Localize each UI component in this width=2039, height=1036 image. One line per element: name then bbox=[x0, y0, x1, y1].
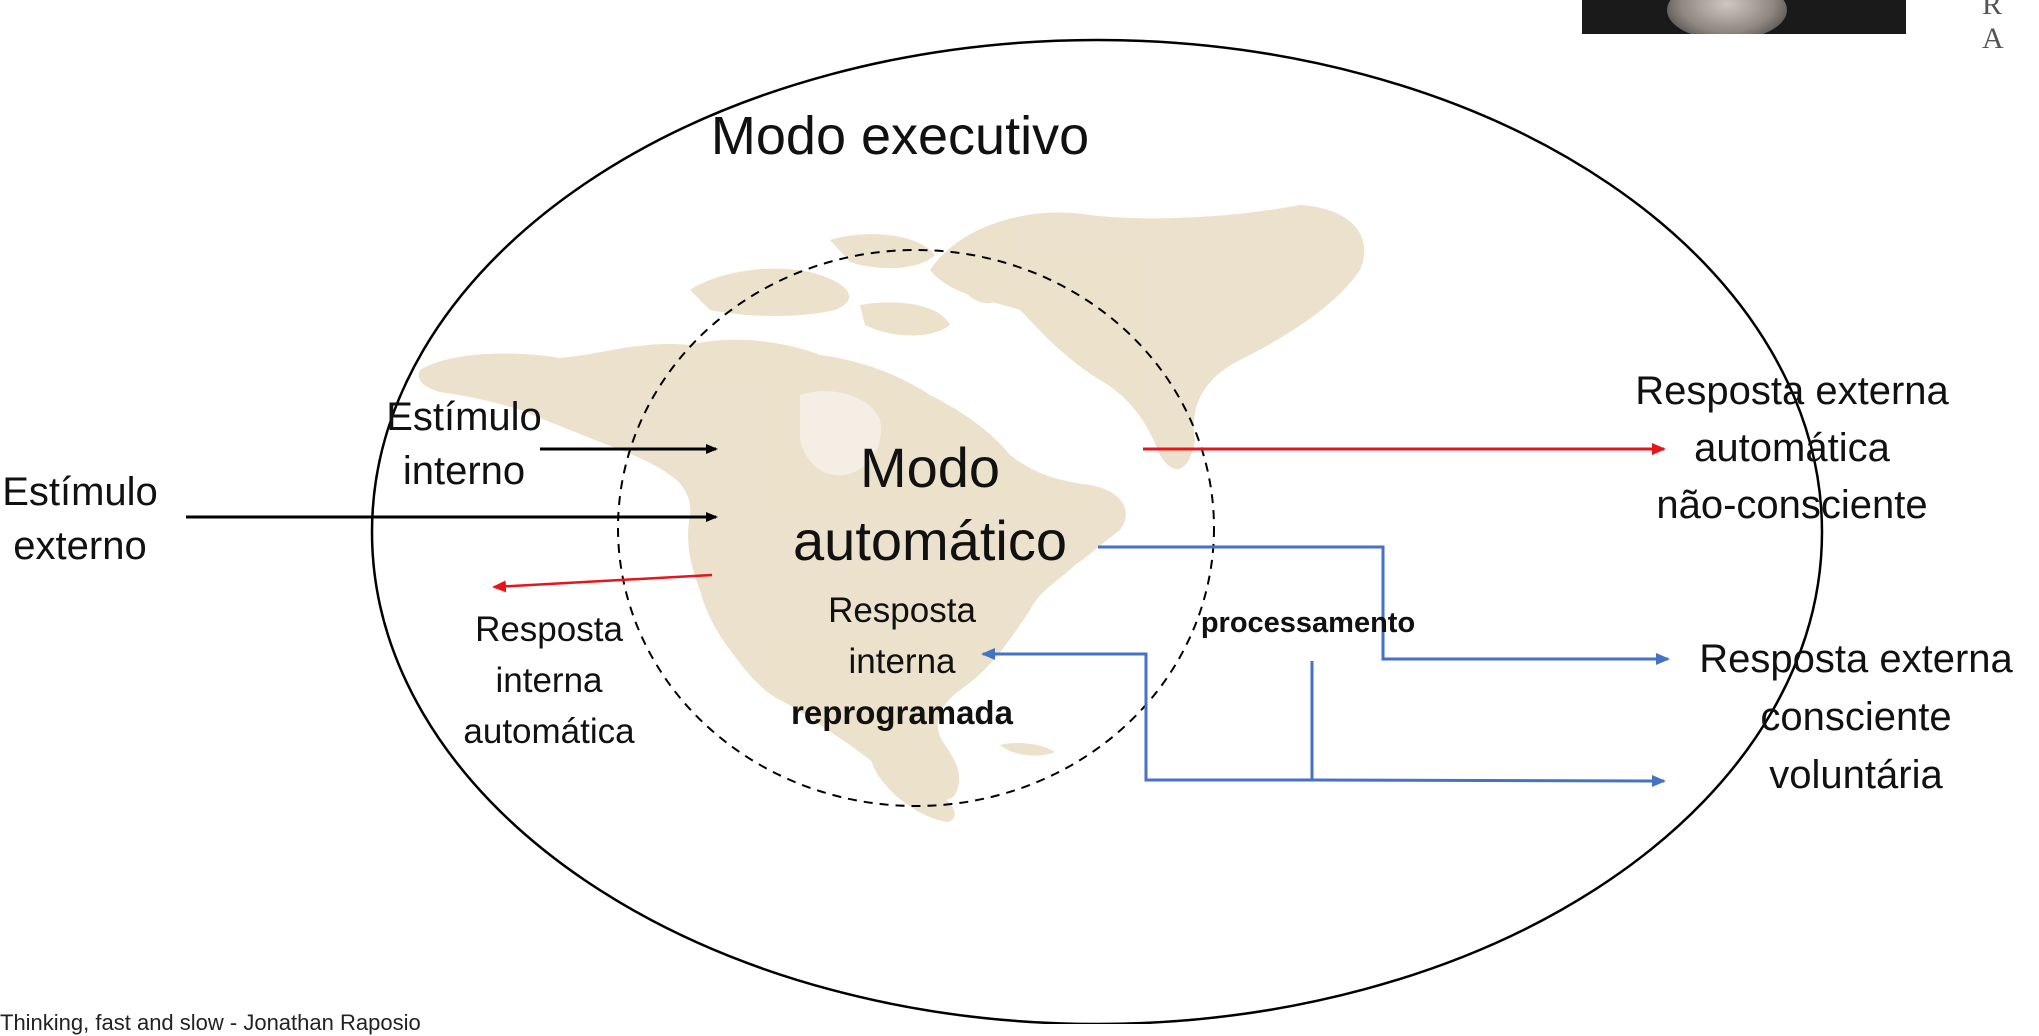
automatic-mode-dashed-circle bbox=[617, 249, 1215, 807]
external-conscious-response-line2: consciente bbox=[1760, 695, 1951, 739]
north-america-map-background bbox=[418, 205, 1365, 822]
voluntary-response-arrow bbox=[1311, 774, 1666, 787]
source-caption: Thinking, fast and slow - Jonathan Rapos… bbox=[0, 1010, 421, 1035]
reprogrammed-response-line3: reprogramada bbox=[791, 694, 1014, 731]
author-face-image bbox=[1667, 0, 1787, 34]
reprogrammed-feedback-arrow bbox=[981, 648, 1314, 782]
internal-auto-response-line1: Resposta bbox=[475, 610, 623, 649]
external-stimulus-label-line1: Estímulo bbox=[2, 470, 158, 514]
external-conscious-response-line1: Resposta externa bbox=[1699, 637, 2013, 681]
author-photo bbox=[1582, 0, 1906, 34]
external-auto-response-line1: Resposta externa bbox=[1635, 369, 1949, 413]
executive-mode-title: Modo executivo bbox=[711, 106, 1089, 166]
brand-logo-text: R A bbox=[1982, 0, 2010, 55]
automatic-mode-label-line1: Modo bbox=[860, 436, 1000, 499]
processing-label: processamento bbox=[1201, 607, 1415, 639]
reprogrammed-response-line2: interna bbox=[848, 642, 956, 681]
internal-auto-response-arrow bbox=[492, 573, 713, 593]
conscious-response-arrow bbox=[1098, 545, 1670, 665]
reprogrammed-response-line1: Resposta bbox=[828, 591, 976, 630]
automatic-mode-label-line2: automático bbox=[793, 509, 1067, 572]
internal-auto-response-line3: automática bbox=[463, 712, 635, 751]
internal-stimulus-label-line1: Estímulo bbox=[386, 395, 542, 439]
external-stimulus-label-line2: externo bbox=[13, 524, 146, 568]
executive-mode-outer-circle bbox=[370, 38, 1824, 1024]
internal-stimulus-label-line2: interno bbox=[403, 449, 525, 493]
external-auto-response-line3: não-consciente bbox=[1656, 483, 1927, 527]
external-conscious-response-line3: voluntária bbox=[1769, 753, 1943, 797]
external-auto-response-line2: automática bbox=[1694, 426, 1890, 470]
internal-auto-response-line2: interna bbox=[495, 661, 603, 700]
